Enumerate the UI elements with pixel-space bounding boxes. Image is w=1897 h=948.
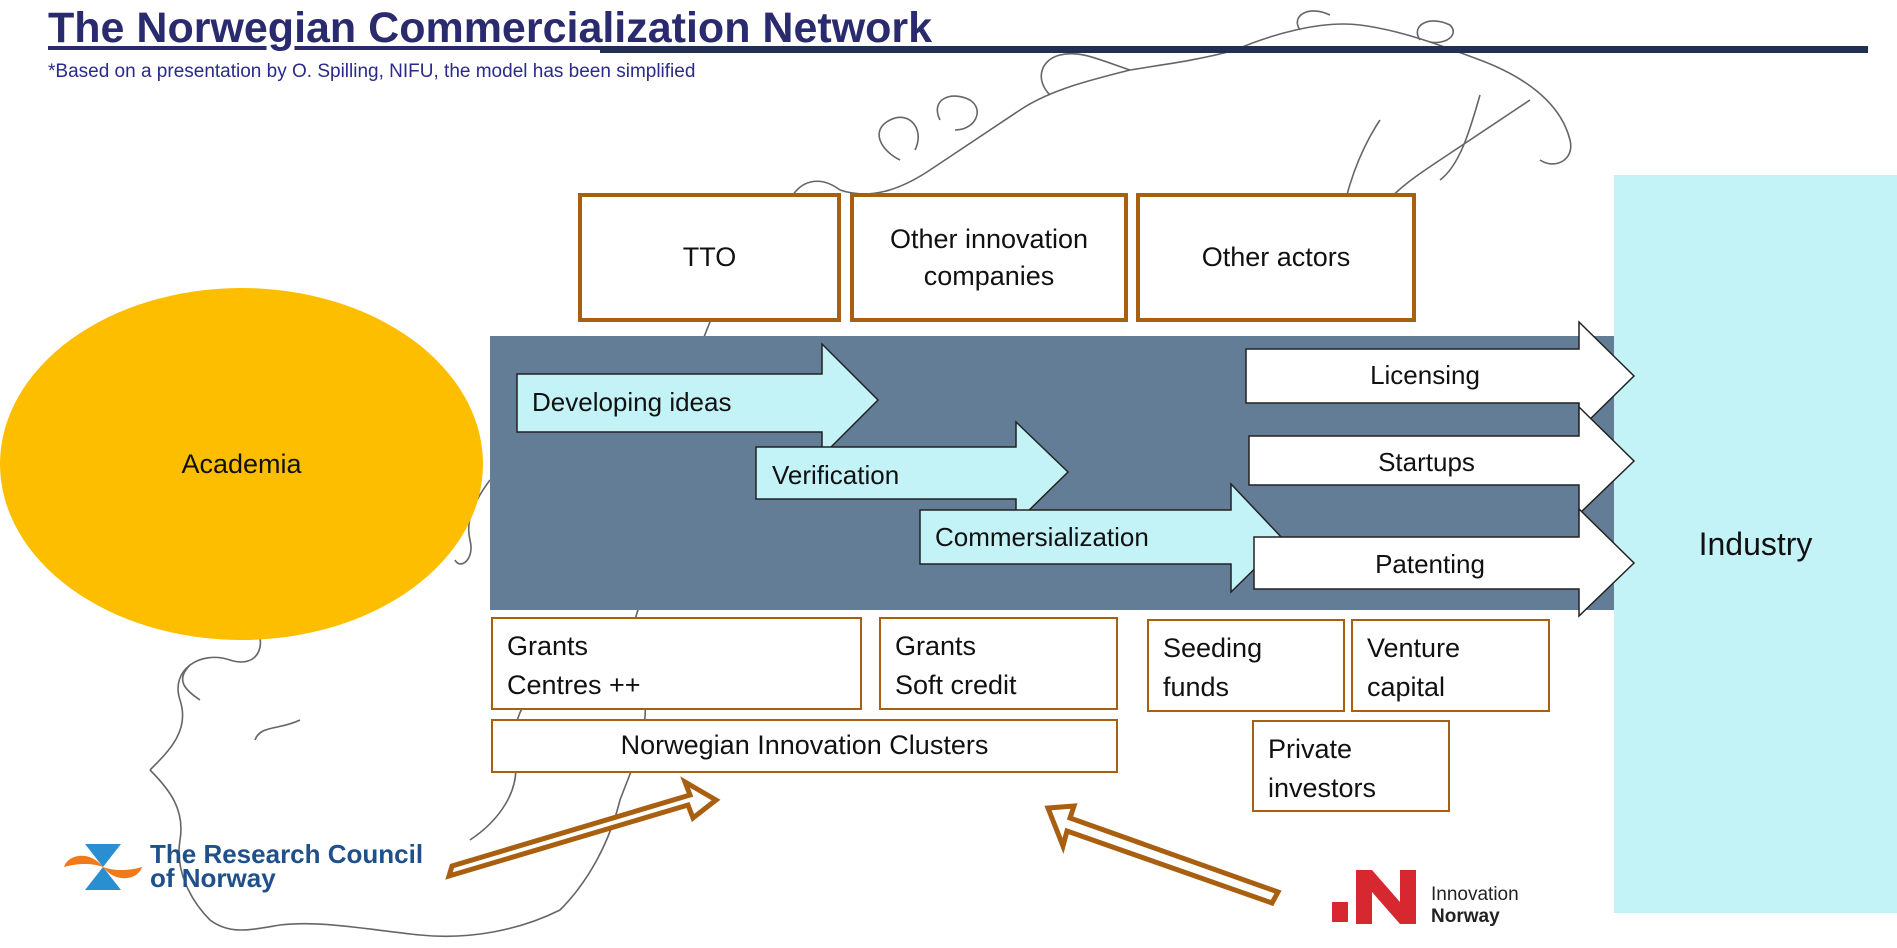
- funding-seeding-funds: Seeding funds: [1147, 619, 1345, 712]
- page-title: The Norwegian Commercialization Network: [48, 4, 933, 52]
- academia-ellipse: Academia: [0, 288, 483, 640]
- label-patenting: Patenting: [1375, 549, 1485, 579]
- label-commersialization: Commersialization: [935, 522, 1149, 552]
- arrow-startups: [1248, 405, 1636, 516]
- label-licensing: Licensing: [1370, 360, 1480, 390]
- innovation-norway-line2: Norway: [1431, 905, 1500, 927]
- innovation-norway-logo-icon: [1332, 870, 1416, 924]
- funding-innovation-clusters: Norwegian Innovation Clusters: [491, 719, 1118, 773]
- research-council-logo-text: The Research Council of Norway: [150, 839, 424, 893]
- label-verification: Verification: [772, 460, 900, 490]
- actor-tto: TTO: [578, 193, 841, 322]
- funding-grants-soft-credit: Grants Soft credit: [879, 617, 1118, 710]
- actor-other-innovation-companies: Other innovation companies: [850, 193, 1128, 322]
- arrow-developing-ideas: [516, 342, 880, 458]
- funding-private-investors: Private investors: [1252, 720, 1450, 812]
- innovation-norway-line1: Innovation: [1431, 884, 1519, 905]
- label-startups: Startups: [1378, 447, 1475, 477]
- funding-venture-capital: Venture capital: [1351, 619, 1550, 712]
- arrow-verification: [755, 420, 1070, 525]
- page-subtitle: *Based on a presentation by O. Spilling,…: [48, 61, 696, 82]
- research-council-logo-icon: [64, 844, 142, 890]
- arrow-research-council-to-clusters: [445, 776, 721, 880]
- actor-other-actors: Other actors: [1136, 193, 1416, 322]
- arrow-licensing: [1245, 320, 1636, 432]
- arrow-innovation-norway-to-clusters: [1044, 803, 1282, 907]
- funding-grants-centres: Grants Centres ++: [491, 617, 862, 710]
- arrow-patenting: [1253, 507, 1636, 618]
- innovation-norway-logo-text: Innovation Norway: [1431, 884, 1519, 928]
- label-developing-ideas: Developing ideas: [532, 387, 732, 417]
- title-rule: [600, 46, 1868, 53]
- industry-block: Industry: [1614, 175, 1897, 913]
